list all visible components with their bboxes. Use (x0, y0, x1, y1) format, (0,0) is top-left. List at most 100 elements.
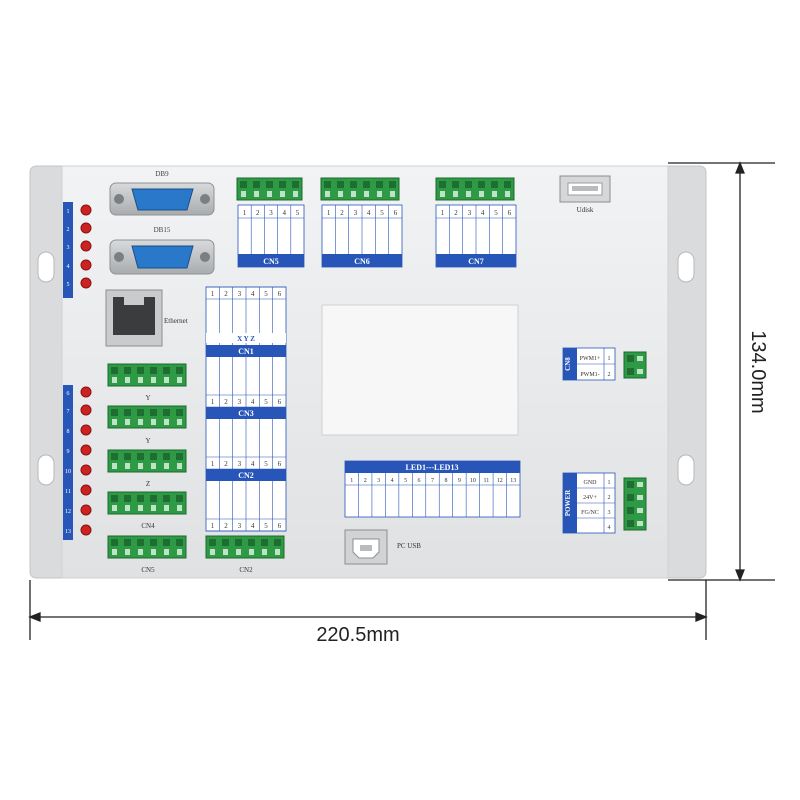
pin-number: 1 (350, 478, 353, 484)
led-light (80, 464, 92, 476)
led-number: 9 (67, 449, 70, 455)
pin-number: 1 (327, 209, 331, 217)
cn8-block: CN8 PWM1+ 1 PWM1- 2 (562, 347, 616, 381)
pin-number: 3 (238, 460, 242, 468)
pc-usb-label: PC USB (397, 542, 421, 550)
connector-label-1: Y (145, 394, 150, 402)
led-light (80, 404, 92, 416)
terminal-block (107, 405, 187, 429)
pin-number: 1 (211, 398, 215, 406)
power-row-1-label: GND (584, 480, 598, 486)
terminal-block (435, 177, 515, 201)
pin-number: 2 (224, 398, 228, 406)
power-row-3-pin: 3 (608, 510, 611, 516)
led-light (80, 504, 92, 516)
pin-number: 5 (264, 398, 268, 406)
pin-number: 2 (340, 209, 344, 217)
pin-number: 2 (224, 522, 228, 530)
pin-number: 2 (256, 209, 260, 217)
terminal-block (236, 177, 303, 201)
led-light (80, 424, 92, 436)
width-dimension-label: 220.5mm (316, 624, 399, 646)
led-light (80, 444, 92, 456)
cn3-title: CN3 (238, 409, 254, 418)
pin-number: 4 (481, 209, 485, 217)
pin-number: 4 (391, 478, 394, 484)
led-number: 1 (67, 209, 70, 215)
led-strip (63, 202, 73, 540)
led-light (80, 240, 92, 252)
udisk-port (559, 175, 611, 203)
led-table-header: LED1---LED13 (406, 463, 459, 472)
terminal-block (623, 351, 647, 379)
terminal-block (320, 177, 400, 201)
led-light (80, 259, 92, 271)
pin-number: 1 (211, 522, 215, 530)
cn6-title: CN6 (354, 257, 370, 266)
pin-number: 5 (264, 522, 268, 530)
udisk-label: Udisk (577, 206, 594, 214)
led-number: 7 (67, 409, 70, 415)
middle-xyz: X Y Z (237, 335, 255, 343)
pin-number: 4 (251, 398, 255, 406)
led-number: 2 (67, 227, 70, 233)
pin-number: 6 (508, 209, 512, 217)
power-row-2-label: 24V+ (583, 495, 597, 501)
ethernet-port (105, 289, 163, 347)
connector-label-3: Z (146, 480, 150, 488)
cn2-bottom-label: CN2 (239, 566, 253, 574)
cn7-title: CN7 (468, 257, 484, 266)
pin-number: 3 (238, 290, 242, 298)
pin-number: 6 (278, 460, 282, 468)
pin-number: 1 (441, 209, 445, 217)
led-number: 6 (67, 391, 70, 397)
power-row-1-pin: 1 (608, 480, 611, 486)
led-number: 8 (67, 429, 70, 435)
connector-label-5: CN5 (141, 566, 155, 574)
pin-number: 5 (264, 290, 268, 298)
pin-number: 3 (238, 398, 242, 406)
cn8-row-1-label: PWM1+ (580, 356, 601, 362)
led-light (80, 222, 92, 234)
pin-number: 2 (224, 460, 228, 468)
cn1-title: CN1 (238, 347, 254, 356)
power-block: POWER GND 1 24V+ 2 FG/NC 3 4 (562, 472, 616, 534)
led-light (80, 524, 92, 536)
terminal-block (205, 535, 285, 559)
pin-number: 1 (211, 460, 215, 468)
cn8-title: CN8 (564, 357, 572, 371)
mount-slot-right-top (677, 251, 695, 283)
pin-number: 6 (278, 522, 282, 530)
terminal-block (623, 477, 647, 531)
pin-number: 5 (494, 209, 498, 217)
pin-number: 4 (251, 460, 255, 468)
height-dimension-label: 134.0mm (747, 330, 769, 413)
pin-number: 2 (224, 290, 228, 298)
pin-number: 7 (431, 478, 434, 484)
pin-number: 13 (510, 478, 516, 484)
led-number: 5 (67, 282, 70, 288)
pin-number: 5 (380, 209, 384, 217)
pin-number: 10 (470, 478, 476, 484)
db15-connector (109, 239, 215, 275)
pin-number: 6 (278, 398, 282, 406)
terminal-block (107, 449, 187, 473)
pin-number: 12 (497, 478, 503, 484)
dimension-lines (28, 161, 775, 640)
pc-usb-port (344, 529, 388, 565)
mount-slot-right-bottom (677, 454, 695, 486)
pin-number: 2 (364, 478, 367, 484)
terminal-block (107, 535, 187, 559)
cn8-row-2-pin: 2 (608, 372, 611, 378)
connector-label-2: Y (145, 437, 150, 445)
pin-number: 5 (404, 478, 407, 484)
pin-number: 3 (354, 209, 358, 217)
db15-label: DB15 (154, 226, 171, 234)
pin-number: 2 (454, 209, 458, 217)
pin-number: 4 (251, 522, 255, 530)
